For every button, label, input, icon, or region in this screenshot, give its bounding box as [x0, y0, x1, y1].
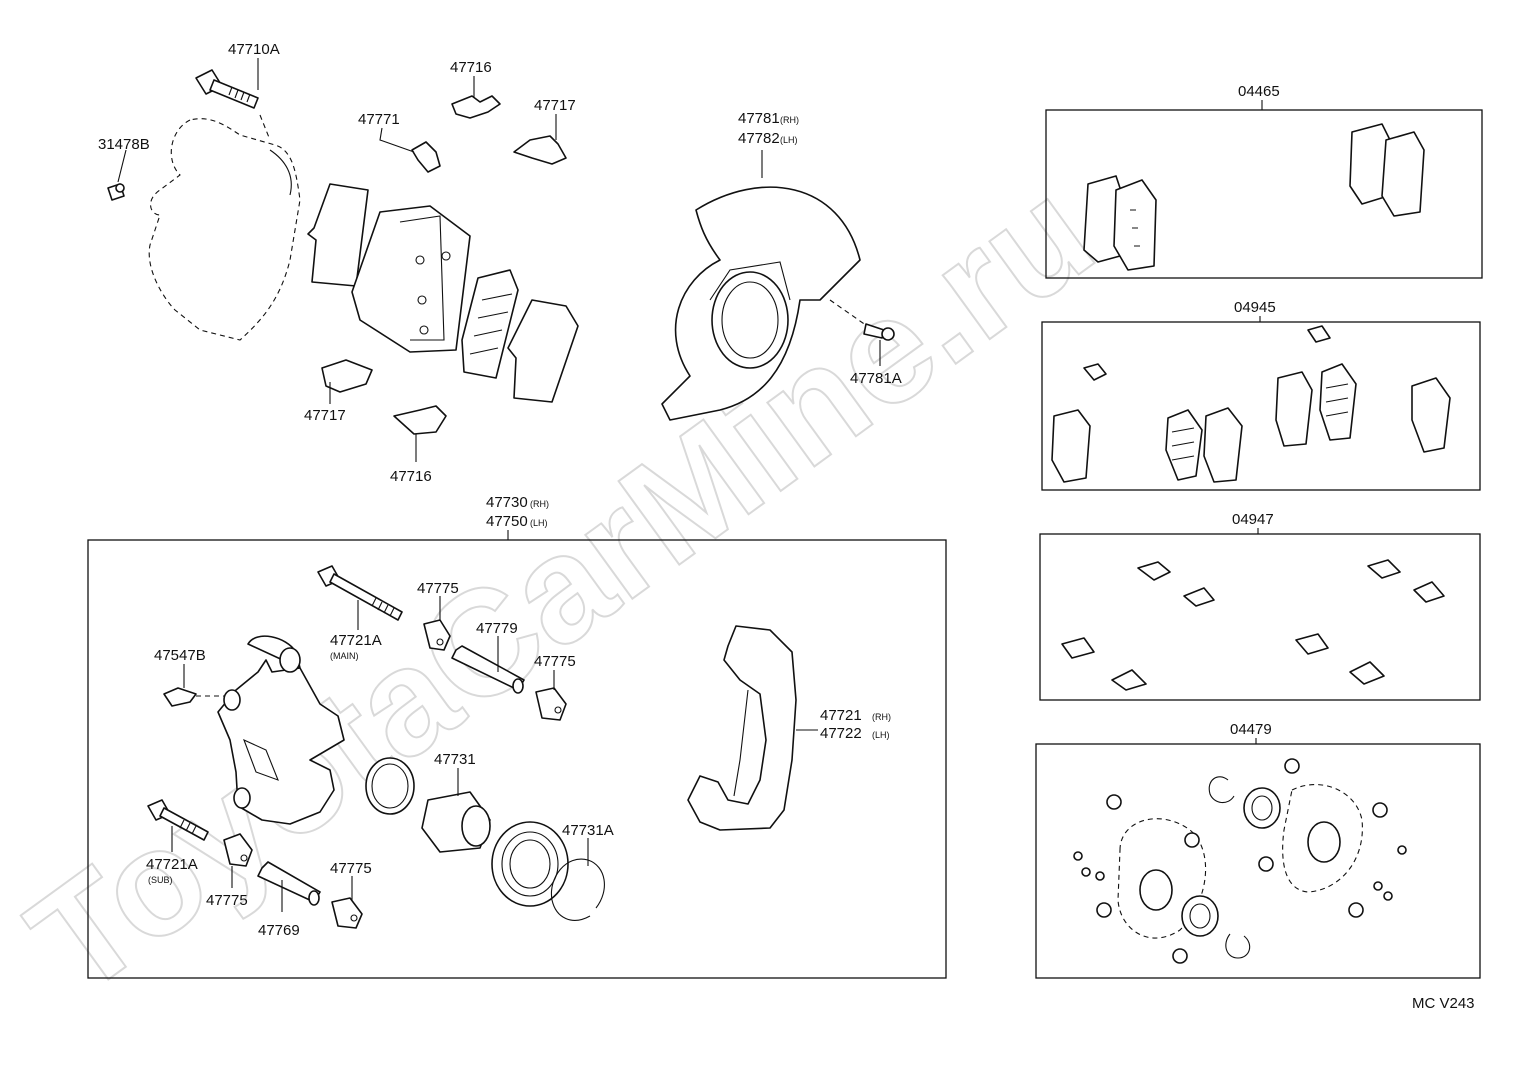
kit-04945-shim-1[interactable]: [1165, 409, 1203, 481]
kit-04479-frame: [1035, 743, 1481, 979]
label-47721a-sub: 47721A: [146, 856, 198, 873]
label-47710a: 47710A: [228, 41, 280, 58]
kit-04465-frame: [1045, 109, 1483, 279]
label-47716-top: 47716: [450, 59, 492, 76]
clip-47717-top[interactable]: [513, 135, 567, 165]
label-47782: 47782: [738, 130, 780, 147]
kit-04947-clips[interactable]: [1061, 559, 1445, 691]
bolt-47781a[interactable]: [829, 299, 895, 341]
leader-31478b: [117, 149, 127, 183]
kit-04947-frame: [1039, 533, 1481, 701]
label-47721-tag: (RH): [872, 712, 891, 722]
kit-04945-pad-4[interactable]: [1411, 377, 1451, 453]
label-47721a-main: 47721A: [330, 632, 382, 649]
label-47781a: 47781A: [850, 370, 902, 387]
label-47781: 47781: [738, 110, 780, 127]
label-47771: 47771: [358, 111, 400, 128]
disc-dust-cover[interactable]: [661, 186, 861, 421]
brake-pad-outer[interactable]: [351, 205, 471, 353]
caliper-cylinder-body[interactable]: [217, 635, 345, 825]
label-47717-top: 47717: [534, 97, 576, 114]
clip-47717-bottom[interactable]: [321, 359, 373, 393]
steering-knuckle-outline: [148, 114, 301, 341]
kit-04465-pad-pair-right[interactable]: [1349, 123, 1425, 217]
bushing-47775-b[interactable]: [535, 687, 567, 721]
caliper-assembly-frame: [87, 539, 947, 979]
kit-04479-seal-parts[interactable]: [1073, 758, 1407, 964]
kit-04945-shim-2[interactable]: [1319, 363, 1357, 441]
label-47730-tag: (RH): [530, 499, 549, 509]
label-47750: 47750: [486, 513, 528, 530]
kit-04465-pad-pair-left[interactable]: [1083, 175, 1157, 271]
caliper-torque-plate[interactable]: [687, 625, 797, 831]
label-47769: 47769: [258, 922, 300, 939]
bolt-47721a-sub[interactable]: [147, 799, 209, 841]
label-31478b: 31478B: [98, 136, 150, 153]
clip-47716-bottom[interactable]: [393, 405, 447, 435]
brake-pad-inner[interactable]: [507, 299, 579, 403]
label-47731a: 47731A: [562, 822, 614, 839]
label-kit-04945: 04945: [1234, 299, 1276, 316]
kit-04945-clip-b[interactable]: [1307, 325, 1331, 343]
label-47716-bottom: 47716: [390, 468, 432, 485]
piston-47731[interactable]: [421, 791, 491, 853]
slide-pin-47779[interactable]: [451, 645, 525, 694]
clip-47771[interactable]: [411, 141, 441, 173]
label-47775-d: 47775: [330, 860, 372, 877]
label-47775-c: 47775: [206, 892, 248, 909]
label-kit-04465: 04465: [1238, 83, 1280, 100]
label-47721a-sub-tag: (SUB): [148, 875, 173, 885]
label-47781-tag: (RH): [780, 115, 799, 125]
label-47775-b: 47775: [534, 653, 576, 670]
diagram-code: MC V243: [1412, 995, 1475, 1012]
anti-squeal-shim-inner[interactable]: [461, 269, 519, 379]
leader-47771: [379, 127, 415, 153]
label-47779: 47779: [476, 620, 518, 637]
label-47782-tag: (LH): [780, 135, 798, 145]
label-47730: 47730: [486, 494, 528, 511]
bushing-47775-a[interactable]: [423, 619, 451, 651]
kit-04945-pad-1[interactable]: [1051, 409, 1091, 483]
piston-seal-ring[interactable]: [365, 757, 415, 815]
set-ring-47731a[interactable]: [550, 858, 605, 921]
anti-squeal-shim-outer[interactable]: [307, 183, 369, 287]
bushing-47775-c[interactable]: [223, 833, 253, 867]
kit-04945-frame: [1041, 321, 1481, 491]
label-47775-a: 47775: [417, 580, 459, 597]
label-47750-tag: (LH): [530, 518, 548, 528]
bleeder-31478b[interactable]: [107, 183, 125, 201]
watermark: ToyotaCarMine.ru: [0, 147, 1121, 1026]
label-47722: 47722: [820, 725, 862, 742]
label-47721: 47721: [820, 707, 862, 724]
label-47547b: 47547B: [154, 647, 206, 664]
bushing-47775-d[interactable]: [331, 897, 363, 929]
bolt-47710a[interactable]: [195, 69, 259, 109]
kit-04945-clip-a[interactable]: [1083, 363, 1107, 381]
label-kit-04479: 04479: [1230, 721, 1272, 738]
label-47721a-main-tag: (MAIN): [330, 651, 359, 661]
bolt-47721a-main[interactable]: [317, 565, 403, 621]
label-47731: 47731: [434, 751, 476, 768]
label-47717-bottom: 47717: [304, 407, 346, 424]
slide-pin-47769[interactable]: [257, 861, 321, 906]
label-kit-04947: 04947: [1232, 511, 1274, 528]
cylinder-boot[interactable]: [491, 821, 569, 907]
bleeder-plug-47547b[interactable]: [163, 687, 228, 707]
kit-04945-pad-3[interactable]: [1275, 371, 1313, 447]
kit-04945-pad-2[interactable]: [1203, 407, 1243, 483]
clip-47716-top[interactable]: [451, 95, 501, 119]
label-47722-tag: (LH): [872, 730, 890, 740]
